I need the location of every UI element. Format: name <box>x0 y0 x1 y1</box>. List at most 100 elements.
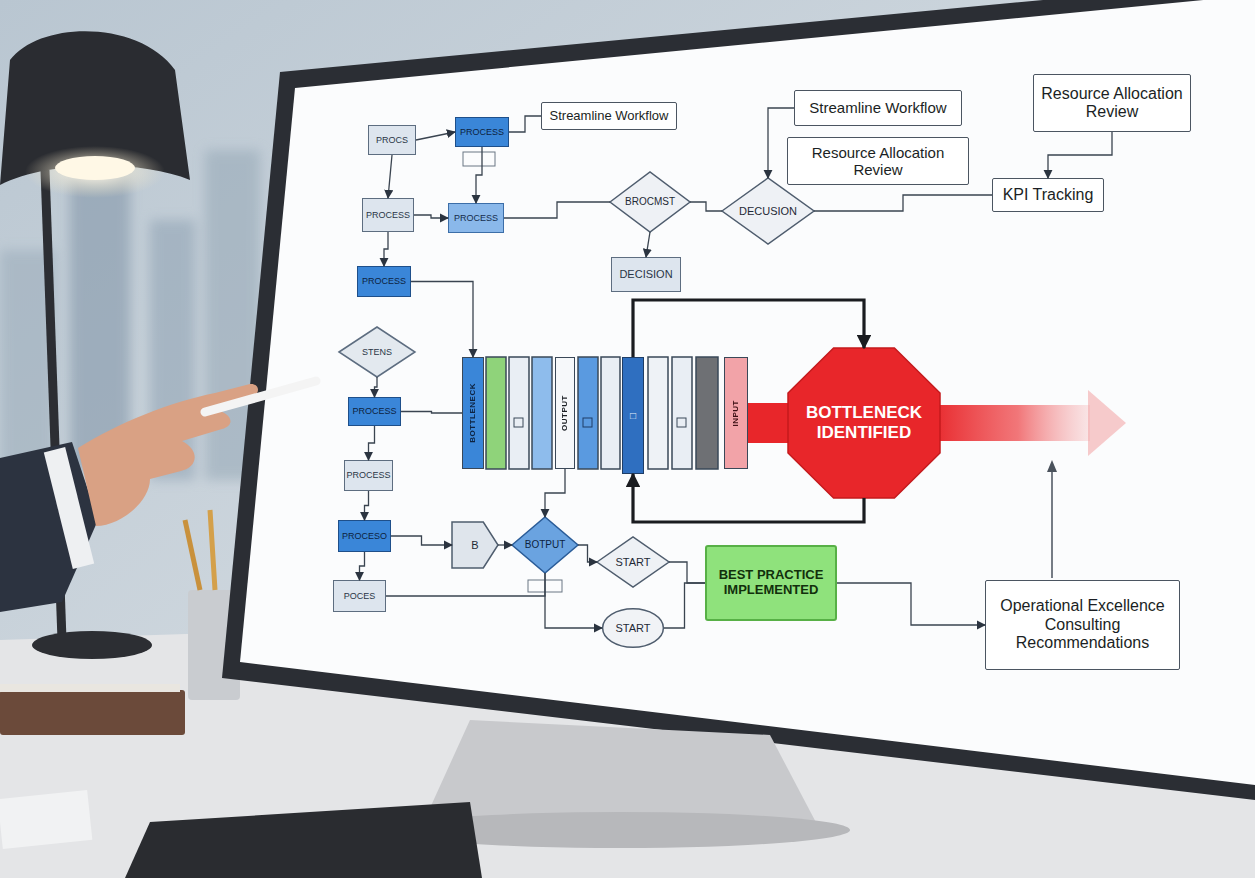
leader-line <box>1051 470 1053 578</box>
process-box: PROCESS <box>455 117 509 147</box>
node-text: PROCESS <box>347 470 391 480</box>
connector <box>578 545 597 562</box>
connector <box>386 573 545 596</box>
start-ellipse-outline <box>603 609 664 647</box>
connector <box>504 202 610 218</box>
connector <box>498 544 512 545</box>
process-bar: OUTPUT <box>555 357 575 469</box>
node-text: BEST PRACTICE IMPLEMENTED <box>710 568 832 598</box>
decision-diamond: DECUSION <box>722 178 814 244</box>
decision-diamond: BOTPUT <box>512 517 578 573</box>
connector <box>664 583 705 628</box>
connector <box>690 202 722 211</box>
node-text: PROCESS <box>460 127 504 137</box>
process-box: PROCS <box>368 125 416 155</box>
notebook <box>0 690 185 735</box>
tag-box <box>463 152 495 166</box>
decision-diamond: BROCMST <box>610 172 690 232</box>
keyboard <box>125 802 482 878</box>
connector <box>365 491 369 520</box>
note-box: Streamline Workflow <box>541 102 677 130</box>
start-ellipse: START <box>602 608 664 648</box>
connector <box>411 282 473 358</box>
node-text: PROCESO <box>342 531 387 541</box>
node-text: □ <box>630 410 636 422</box>
note-box: Resource Allocation Review <box>787 137 969 185</box>
connector <box>837 583 985 625</box>
note-box: Operational Excellence Consulting Recomm… <box>985 580 1180 670</box>
node-text: Resource Allocation Review <box>1037 85 1187 122</box>
notebook-pages <box>0 684 180 692</box>
node-text: BOTPUT <box>525 539 566 551</box>
node-text: Resource Allocation Review <box>791 144 965 179</box>
connector-shape: B <box>452 522 498 568</box>
node-text: Streamline Workflow <box>550 109 669 124</box>
process-box: PROCESS <box>357 266 411 297</box>
monitor-bezel <box>222 0 1255 800</box>
node-text: POCES <box>344 591 376 601</box>
connector <box>633 474 864 522</box>
node-text: PROCS <box>376 135 408 145</box>
node-text: PROCESS <box>454 213 498 223</box>
process-box: PROCESS <box>348 397 401 426</box>
process-bar <box>696 357 718 469</box>
process-bar <box>672 357 692 469</box>
process-bar <box>578 357 598 469</box>
node-text: DECUSION <box>739 205 797 218</box>
connector <box>545 573 602 628</box>
process-bar <box>601 357 620 469</box>
node-text: START <box>615 622 650 635</box>
connector <box>669 562 705 583</box>
red-arrow-shaft <box>930 405 1090 441</box>
connector-shape-outline <box>452 522 498 568</box>
lamp-bulb <box>55 156 135 180</box>
red-arrowhead <box>1088 390 1126 456</box>
process-bar <box>509 357 529 469</box>
process-bar <box>532 357 552 469</box>
pencil <box>210 510 215 590</box>
node-text: STENS <box>362 347 392 357</box>
connector <box>416 132 455 140</box>
node-text: PROCESS <box>362 276 406 286</box>
process-box: PROCESS <box>448 203 504 233</box>
connector <box>545 469 565 517</box>
result-box: BEST PRACTICE IMPLEMENTED <box>705 545 837 621</box>
process-box: PROCESS <box>362 198 414 232</box>
decision-diamond: START <box>597 537 669 587</box>
process-box: POCES <box>333 580 386 612</box>
node-text: Operational Excellence Consulting Recomm… <box>989 597 1176 652</box>
connector <box>384 232 388 266</box>
node-text: BOTTLENECK IDENTIFIED <box>791 403 937 442</box>
process-box: PROCESS <box>344 460 393 491</box>
note-box: Resource Allocation Review <box>1033 74 1191 132</box>
connector <box>768 108 794 178</box>
process-bar <box>648 357 668 469</box>
pencil <box>185 520 200 590</box>
process-box: PROCESO <box>338 520 391 552</box>
connector <box>1048 132 1112 178</box>
node-text: BOTTLENECK <box>468 383 477 443</box>
decision-diamond-outline <box>339 327 415 377</box>
note-box: KPI Tracking <box>992 178 1104 212</box>
decision-diamond-outline <box>722 178 814 244</box>
monitor-screen <box>240 0 1255 785</box>
connector <box>414 215 448 218</box>
node-text: B <box>471 539 478 552</box>
connector <box>369 426 375 460</box>
stop-octagon: BOTTLENECK IDENTIFIED <box>788 348 940 498</box>
process-bar: □ <box>622 357 644 474</box>
lamp-shade <box>0 31 190 185</box>
process-bar: INPUT <box>724 357 748 469</box>
tag-box <box>528 580 562 592</box>
node-text: BROCMST <box>625 196 675 208</box>
node-text: INPUT <box>731 400 740 427</box>
note-box: Streamline Workflow <box>794 90 962 126</box>
connector <box>388 155 392 198</box>
stop-octagon-outline <box>788 348 940 498</box>
node-text: OUTPUT <box>560 395 569 431</box>
node-text: DECISION <box>619 268 672 281</box>
papers <box>0 790 92 849</box>
connector <box>814 195 992 211</box>
decision-diamond: STENS <box>339 327 415 377</box>
